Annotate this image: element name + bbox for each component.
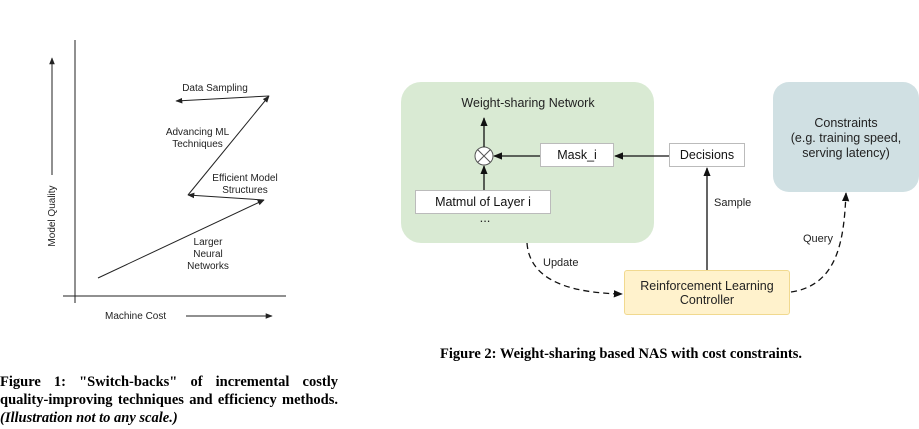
update-arrow bbox=[526, 242, 623, 298]
annotation-larger-line2: Neural bbox=[193, 249, 223, 260]
sample-label: Sample bbox=[714, 197, 752, 209]
figure-1-caption: Figure 1: "Switch-backs" of incremental … bbox=[0, 373, 338, 427]
annotation-larger-line3: Networks bbox=[187, 261, 229, 272]
rl-controller-line2: Controller bbox=[679, 293, 735, 307]
annotation-larger-nn: Larger Neural Networks bbox=[168, 237, 248, 273]
network-title: Weight-sharing Network bbox=[461, 96, 595, 110]
annotation-efficient-line2: Structures bbox=[222, 185, 268, 196]
figure-2-caption: Figure 2: Weight-sharing based NAS with … bbox=[440, 346, 802, 362]
efficient-structures-arrow bbox=[187, 192, 265, 201]
constraints-line3: serving latency) bbox=[802, 146, 890, 160]
mask-box: Mask_i bbox=[540, 143, 614, 167]
figure-1-caption-note: (Illustration not to any scale.) bbox=[0, 410, 178, 426]
rl-controller-box bbox=[624, 270, 790, 315]
query-label: Query bbox=[803, 233, 833, 245]
network-ellipsis: ... bbox=[479, 210, 491, 225]
annotation-larger-line1: Larger bbox=[193, 237, 223, 248]
annotation-data-sampling: Data Sampling bbox=[182, 83, 248, 94]
rl-controller-line1: Reinforcement Learning bbox=[640, 279, 774, 293]
query-arrow bbox=[790, 192, 850, 293]
constraints-line1: Constraints bbox=[814, 116, 878, 130]
annotation-efficient-structures: Efficient Model Structures bbox=[200, 173, 290, 197]
decisions-box: Decisions bbox=[669, 143, 745, 167]
annotation-advancing-ml-line2: Techniques bbox=[172, 139, 223, 150]
constraints-line2: (e.g. training speed, bbox=[790, 131, 902, 145]
figure-1-caption-text: Figure 1: "Switch-backs" of incremental … bbox=[0, 374, 338, 408]
annotation-advancing-ml: Advancing ML Techniques bbox=[150, 127, 245, 151]
larger-nn-arrow bbox=[97, 199, 265, 279]
constraints-panel bbox=[773, 82, 919, 192]
annotation-advancing-ml-line1: Advancing ML bbox=[165, 127, 230, 138]
update-label: Update bbox=[543, 257, 579, 269]
multiply-node-cross-b bbox=[477, 149, 491, 163]
advancing-ml-arrow bbox=[187, 95, 270, 196]
x-axis-label: Machine Cost bbox=[105, 311, 167, 322]
matmul-box: Matmul of Layer i bbox=[415, 190, 551, 214]
constraints-text: Constraints (e.g. training speed, servin… bbox=[775, 116, 917, 161]
annotation-efficient-line1: Efficient Model bbox=[212, 173, 278, 184]
rl-controller-text: Reinforcement Learning Controller bbox=[624, 279, 790, 307]
data-sampling-arrow bbox=[175, 95, 270, 104]
